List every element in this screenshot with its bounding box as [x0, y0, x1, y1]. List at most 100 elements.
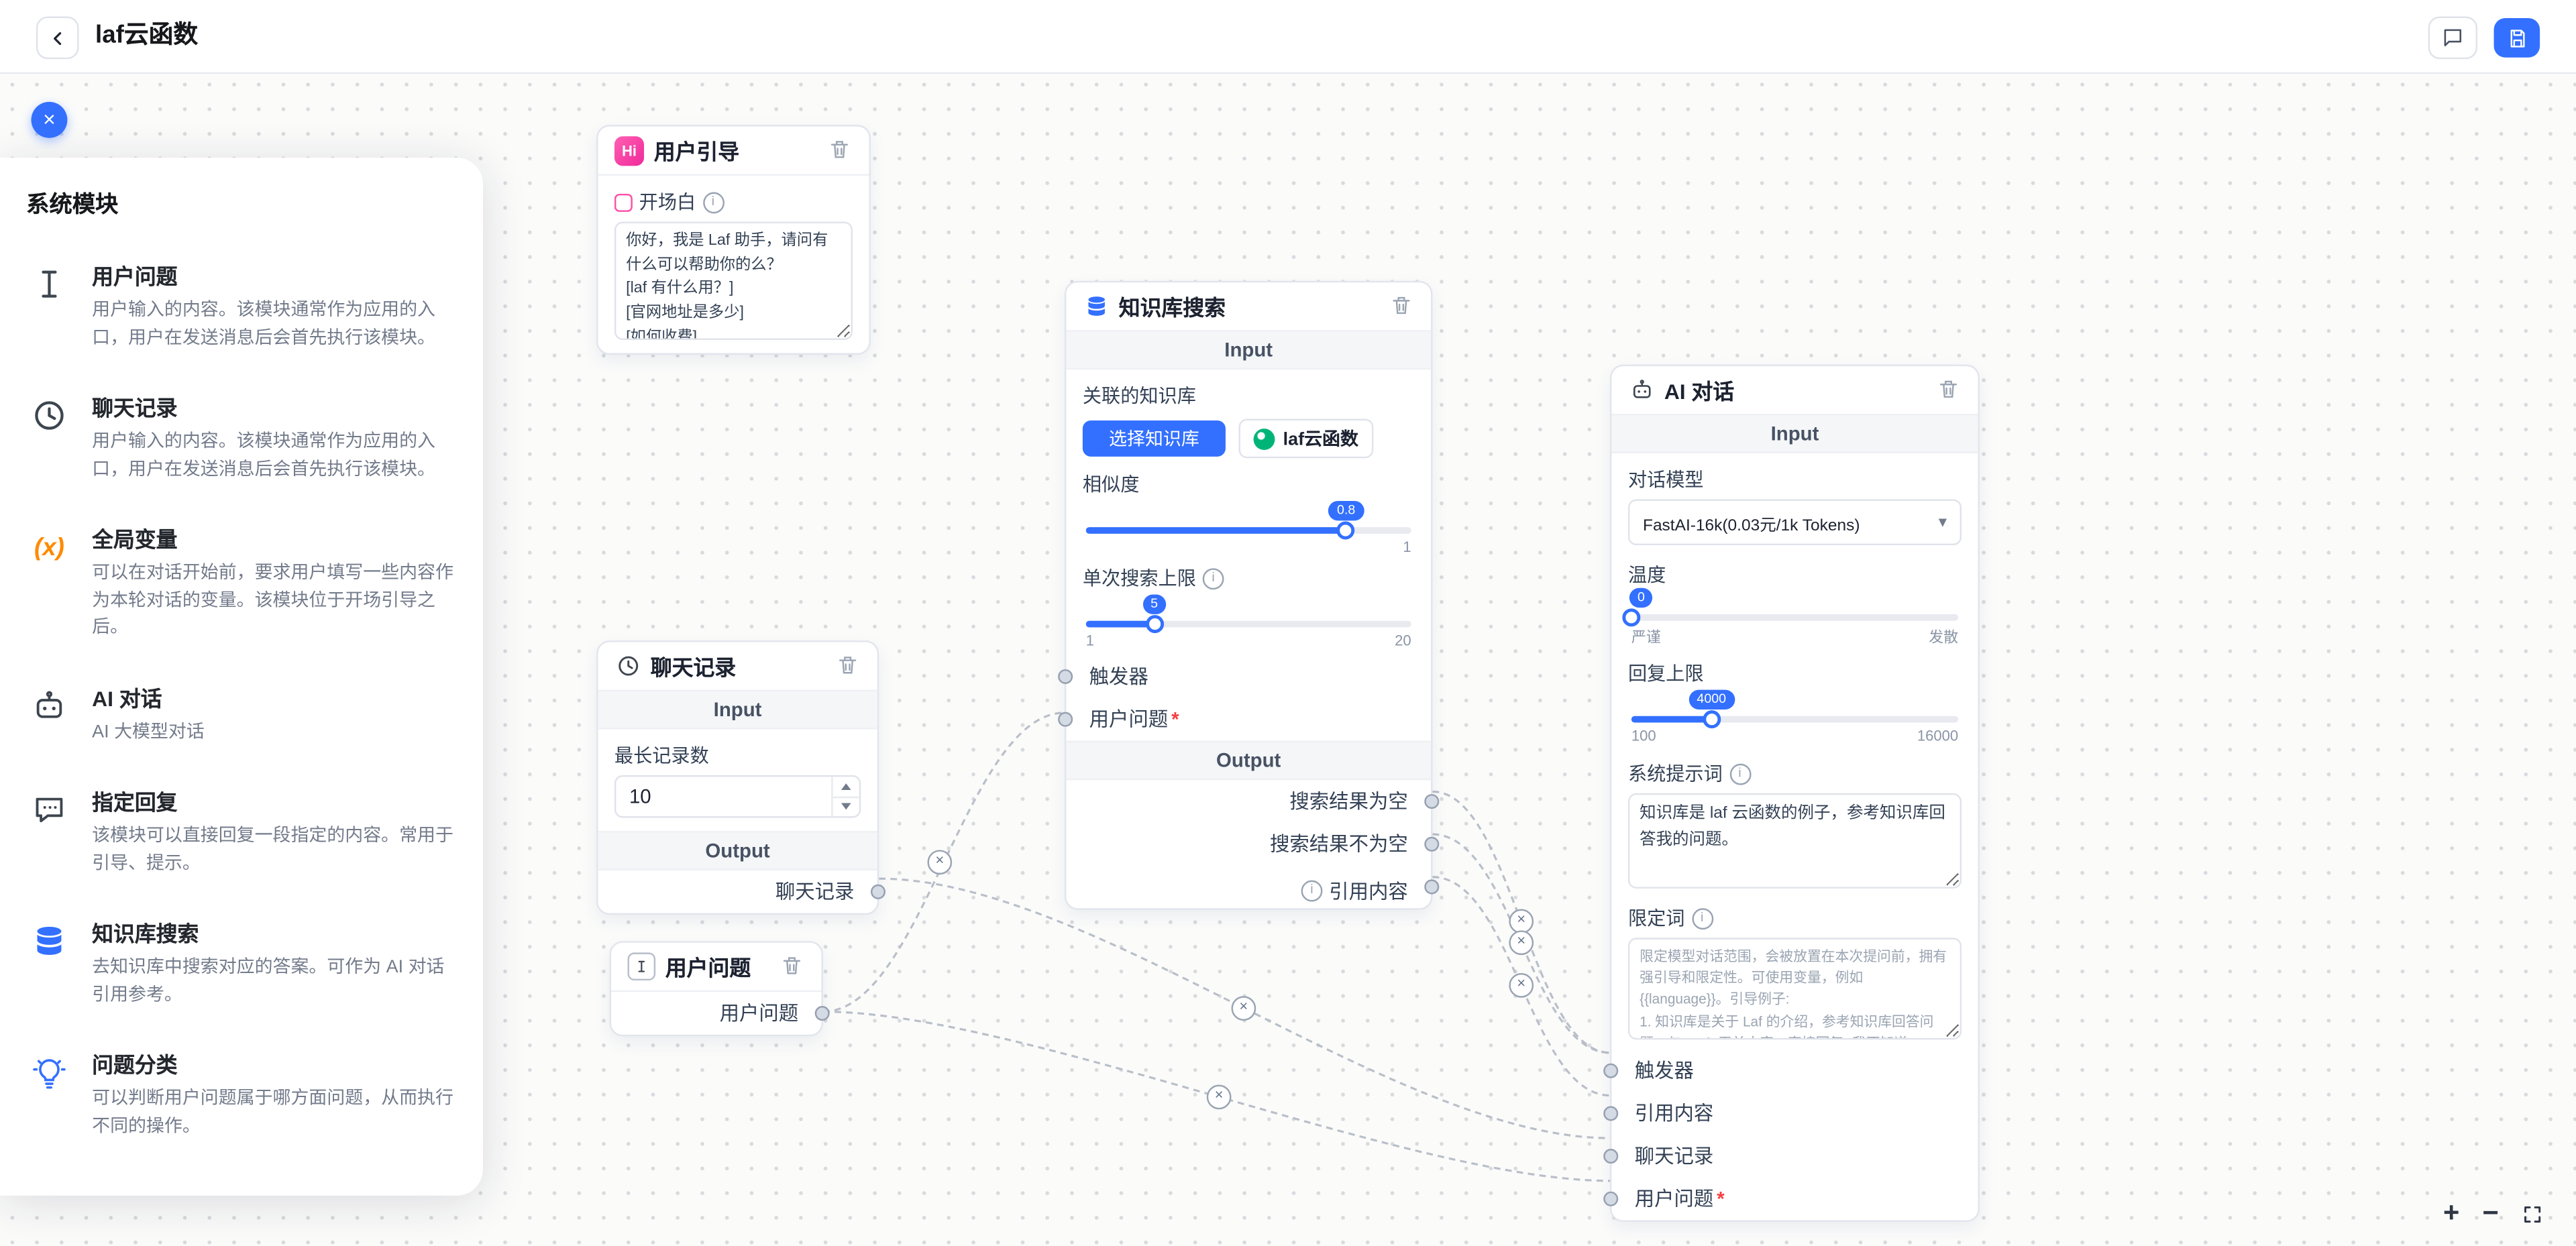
output-port[interactable] — [814, 1006, 830, 1021]
palette-item-user-question[interactable]: 用户问题 用户输入的内容。该模块通常作为应用的入口，用户在发送消息后会首先执行该… — [26, 260, 457, 351]
stepper-down-button[interactable] — [833, 795, 859, 817]
node-kb-search[interactable]: 知识库搜索 Input 关联的知识库 选择知识库 laf云函数 相似度 0.8 — [1058, 280, 1440, 910]
variable-icon: (x) — [34, 532, 64, 561]
input-port[interactable] — [1603, 1063, 1619, 1078]
zoom-in-button[interactable]: + — [2443, 1197, 2460, 1229]
output-row-empty: 搜索结果为空 — [1066, 780, 1440, 823]
chevron-left-icon — [52, 31, 60, 44]
wire-delete-button[interactable]: × — [927, 850, 953, 875]
save-button[interactable] — [2493, 17, 2540, 58]
input-port[interactable] — [1058, 669, 1073, 685]
node-chat-history[interactable]: 聊天记录 Input 最长记录数 Output 聊天记录 — [596, 640, 886, 915]
output-port[interactable] — [1424, 794, 1440, 809]
input-label: 引用内容 — [1634, 1102, 1714, 1125]
input-port[interactable] — [1058, 712, 1073, 727]
palette-item-chat-history[interactable]: 聊天记录 用户输入的内容。该模块通常作为应用的入口，用户在发送消息后会首先执行该… — [26, 391, 457, 483]
input-label: 用户问题 — [1634, 1187, 1714, 1210]
search-limit-value-badge: 5 — [1142, 594, 1167, 614]
fit-view-icon — [2524, 1205, 2541, 1222]
search-limit-slider[interactable]: 5 — [1085, 594, 1411, 634]
output-port[interactable] — [870, 884, 886, 899]
temperature-slider[interactable]: 0 — [1622, 587, 1959, 627]
input-section-header: Input — [1611, 415, 1978, 453]
robot-icon — [1628, 377, 1654, 403]
trash-icon[interactable] — [828, 138, 853, 163]
required-mark: * — [1717, 1187, 1725, 1210]
output-row-quote: 引用内容 — [1066, 866, 1440, 909]
trash-icon[interactable] — [780, 954, 805, 979]
text-cursor-icon — [627, 952, 656, 981]
palette-item-ai-chat[interactable]: AI 对话 AI 大模型对话 — [26, 681, 457, 746]
search-limit-slider-handle[interactable] — [1145, 615, 1164, 634]
palette-item-global-variable[interactable]: (x) 全局变量 可以在对话开始前，要求用户填写一些内容作为本轮对话的变量。该模… — [26, 522, 457, 642]
node-header: 用户问题 — [611, 943, 822, 993]
reply-limit-value-badge: 4000 — [1688, 689, 1735, 710]
trash-icon[interactable] — [1390, 294, 1415, 319]
wire-delete-button[interactable]: × — [1231, 996, 1256, 1021]
number-stepper — [831, 777, 859, 817]
constraint-textarea[interactable] — [1627, 938, 1962, 1040]
welcome-textarea[interactable]: 你好，我是 Laf 助手，请问有什么可以帮助你的么？ [laf 有什么用？] [… — [614, 221, 853, 340]
info-icon[interactable] — [1691, 907, 1713, 929]
fit-view-button[interactable] — [2522, 1203, 2543, 1225]
palette-title: 系统模块 — [26, 190, 119, 217]
wire-delete-button[interactable]: × — [1509, 930, 1534, 956]
output-port[interactable] — [1424, 836, 1440, 852]
temperature-slider-handle[interactable] — [1622, 608, 1641, 627]
text-cursor-icon — [26, 261, 72, 307]
palette-item-question-classify[interactable]: 问题分类 可以判断用户问题属于哪方面问题，从而执行不同的操作。 — [26, 1047, 457, 1139]
node-title: 用户问题 — [665, 956, 751, 981]
node-title: 聊天记录 — [650, 655, 737, 680]
palette-item-kb-search[interactable]: 知识库搜索 去知识库中搜索对应的答案。可作为 AI 对话引用参考。 — [26, 917, 457, 1009]
close-palette-button[interactable]: × — [31, 101, 68, 138]
input-port[interactable] — [1603, 1149, 1619, 1164]
stepper-up-button[interactable] — [833, 777, 859, 795]
input-section-header: Input — [598, 691, 877, 730]
node-user-guide[interactable]: Hi 用户引导 开场白 你好，我是 Laf 助手，请问有什么可以帮助你的么？ [… — [596, 125, 871, 355]
info-icon[interactable] — [1202, 567, 1224, 589]
input-port[interactable] — [1603, 1191, 1619, 1206]
similarity-label: 相似度 — [1082, 476, 1140, 496]
guide-hi-icon: Hi — [614, 135, 645, 166]
trash-icon[interactable] — [1937, 378, 1962, 402]
node-ai-chat[interactable]: AI 对话 Input 对话模型 FastAI-16k(0.03元/1k Tok… — [1603, 364, 1980, 1223]
info-icon[interactable] — [1301, 880, 1323, 902]
reply-limit-slider-handle[interactable] — [1702, 710, 1721, 729]
output-label: 搜索结果为空 — [1289, 789, 1408, 813]
wire-delete-button[interactable]: × — [1206, 1084, 1232, 1110]
reply-limit-slider[interactable]: 4000 — [1631, 689, 1959, 729]
wire-delete-button[interactable]: × — [1509, 973, 1534, 998]
output-row-not-empty: 搜索结果不为空 — [1066, 823, 1440, 866]
page-title: laf云函数 — [95, 21, 199, 50]
reply-limit-max-mark: 16000 — [1917, 727, 1959, 744]
node-header: Hi 用户引导 — [598, 127, 869, 176]
model-select[interactable]: FastAI-16k(0.03元/1k Tokens) ▾ — [1627, 499, 1962, 546]
node-user-question[interactable]: 用户问题 用户问题 — [609, 941, 830, 1037]
chat-bubble-icon — [2444, 29, 2462, 47]
kb-tag[interactable]: laf云函数 — [1238, 418, 1373, 459]
palette-item-fixed-reply[interactable]: 指定回复 该模块可以直接回复一段指定的内容。常用于引导、提示。 — [26, 785, 457, 877]
chat-test-button[interactable] — [2428, 16, 2478, 60]
zoom-out-button[interactable]: − — [2482, 1197, 2499, 1229]
required-mark: * — [1171, 707, 1179, 731]
input-port[interactable] — [1603, 1106, 1619, 1121]
temperature-max-mark: 发散 — [1929, 628, 1959, 646]
node-title: 知识库搜索 — [1118, 295, 1226, 321]
info-icon[interactable] — [1729, 762, 1751, 785]
similarity-slider[interactable]: 0.8 — [1085, 500, 1411, 540]
system-prompt-textarea[interactable]: 知识库是 laf 云函数的例子，参考知识库回答我的问题。 — [1627, 793, 1962, 889]
model-value: FastAI-16k(0.03元/1k Tokens) — [1642, 516, 1860, 535]
back-button[interactable] — [36, 16, 79, 60]
output-row-user-question: 用户问题 — [611, 992, 830, 1035]
output-label: 用户问题 — [719, 1001, 799, 1025]
max-records-input[interactable] — [614, 775, 861, 818]
info-icon[interactable] — [702, 191, 724, 213]
palette-item-desc: 该模块可以直接回复一段指定的内容。常用于引导、提示。 — [92, 826, 453, 873]
palette-item-desc: 去知识库中搜索对应的答案。可作为 AI 对话引用参考。 — [92, 957, 445, 1005]
node-title: AI 对话 — [1664, 379, 1735, 404]
select-kb-button[interactable]: 选择知识库 — [1082, 420, 1226, 457]
input-row-chat-history: 聊天记录 — [1603, 1135, 1978, 1178]
output-port[interactable] — [1424, 879, 1440, 895]
similarity-slider-handle[interactable] — [1337, 521, 1356, 540]
trash-icon[interactable] — [837, 654, 861, 679]
